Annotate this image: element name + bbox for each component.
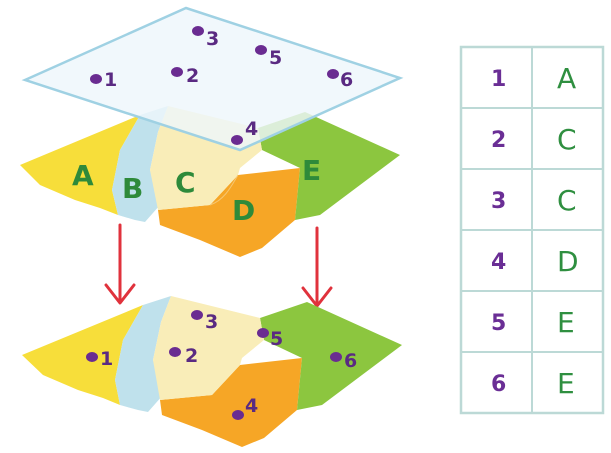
arrows xyxy=(104,223,333,308)
point-5-top-dot xyxy=(255,45,267,55)
point-3-bottom-dot xyxy=(191,310,203,320)
point-3-top-dot xyxy=(192,26,204,36)
table-zone-2: C xyxy=(557,123,577,156)
zone-label-d: D xyxy=(232,194,255,227)
point-5-bottom-dot xyxy=(257,328,269,338)
point-6-top-dot xyxy=(327,69,339,79)
point-2-top-dot xyxy=(171,67,183,77)
point-2-bottom-label: 2 xyxy=(185,345,198,367)
point-4-middle-label: 4 xyxy=(245,118,258,140)
point-4-middle-dot xyxy=(231,135,243,145)
top-layer-sheet xyxy=(21,6,404,152)
point-6-bottom-dot xyxy=(330,352,342,362)
result-table: 1 A 2 C 3 C 4 D 5 E 6 E xyxy=(459,45,605,415)
table-zone-4: D xyxy=(557,245,579,278)
zone-b-middle xyxy=(112,106,168,222)
zone-label-a: A xyxy=(72,159,94,192)
zone-label-c: C xyxy=(175,166,196,199)
top-layer: 4 1 2 3 5 6 xyxy=(21,6,404,152)
zone-c-bottom xyxy=(153,296,264,400)
point-5-bottom-label: 5 xyxy=(270,328,283,350)
point-2-bottom-dot xyxy=(169,347,181,357)
point-4-bottom-dot xyxy=(232,410,244,420)
right-down-arrow xyxy=(301,226,333,308)
point-1-bottom-label: 1 xyxy=(100,348,113,370)
zone-label-e: E xyxy=(302,154,321,187)
table-point-1: 1 xyxy=(491,67,506,92)
point-6-bottom-label: 6 xyxy=(344,350,357,372)
table-zone-6: E xyxy=(557,367,575,400)
point-5-top-label: 5 xyxy=(269,47,282,69)
point-3-bottom-label: 3 xyxy=(205,311,218,333)
table-point-4: 4 xyxy=(491,250,506,275)
table-zone-5: E xyxy=(557,306,575,339)
table-point-2: 2 xyxy=(491,128,506,153)
point-3-top-label: 3 xyxy=(206,28,219,50)
zone-a-middle xyxy=(20,115,140,215)
table-point-5: 5 xyxy=(491,311,506,336)
table-zone-1: A xyxy=(557,62,576,95)
zone-d-bottom xyxy=(160,358,302,447)
table-point-6: 6 xyxy=(491,372,506,397)
zone-d-middle xyxy=(158,168,300,257)
bottom-layer: 1 2 3 4 5 6 xyxy=(22,296,402,447)
table-point-3: 3 xyxy=(491,189,506,214)
left-down-arrow xyxy=(104,223,136,305)
point-1-bottom-dot xyxy=(86,352,98,362)
zone-a-bottom xyxy=(22,305,143,405)
point-1-top-label: 1 xyxy=(104,69,117,91)
point-4-bottom-label: 4 xyxy=(245,395,258,417)
zone-c-d-boundary xyxy=(209,174,239,206)
point-6-top-label: 6 xyxy=(340,69,353,91)
zone-label-b: B xyxy=(122,172,143,205)
point-1-top-dot xyxy=(90,74,102,84)
zone-e-middle xyxy=(258,112,400,220)
zone-b-bottom xyxy=(115,296,171,412)
point-2-top-label: 2 xyxy=(186,65,199,87)
table-zone-3: C xyxy=(557,184,577,217)
